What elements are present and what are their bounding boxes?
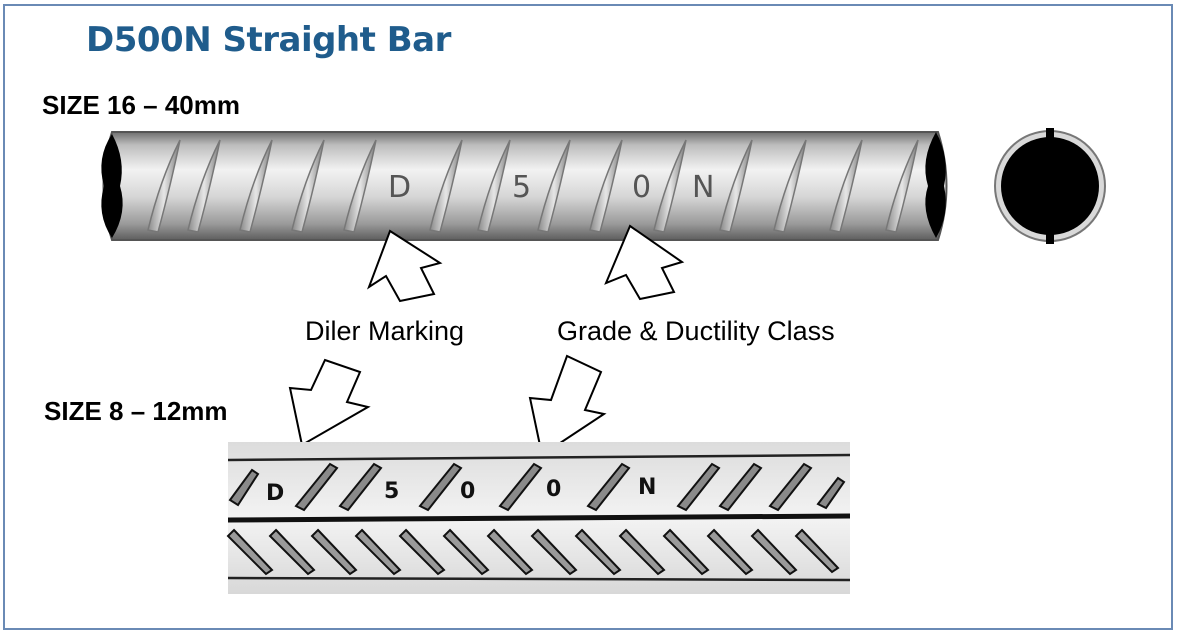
- diagram-frame: [3, 4, 1173, 630]
- bar-end-left: [101, 134, 123, 238]
- bar-mark-d: D: [388, 170, 411, 205]
- small-bar-mark-5: 5: [384, 479, 399, 504]
- bar-end-right: [925, 132, 946, 238]
- size-small-label: SIZE 8 – 12mm: [44, 396, 228, 426]
- bar-mark-n: N: [692, 170, 714, 205]
- bar-mark-0a: 0: [632, 170, 651, 205]
- arrow-up-diler: [367, 229, 443, 303]
- large-rebar: D 5 0 N: [101, 131, 948, 241]
- arrow-down-grade: [528, 354, 607, 457]
- small-bar-mark-0b: 0: [546, 477, 561, 502]
- small-bar-mark-0a: 0: [460, 479, 475, 504]
- small-bar-mark-d: D: [266, 481, 284, 506]
- arrow-down-diler: [288, 358, 371, 447]
- bar-mark-5: 5: [512, 170, 531, 205]
- diagram-title: D500N Straight Bar: [86, 20, 451, 60]
- bar-cross-section: [994, 128, 1106, 244]
- arrow-up-grade: [604, 224, 685, 301]
- size-large-label: SIZE 16 – 40mm: [42, 90, 240, 120]
- small-bar-mark-n: N: [638, 475, 656, 500]
- callout-diler-marking: Diler Marking: [305, 316, 465, 346]
- small-rebar-photo: D 5 0 0 N: [226, 442, 851, 594]
- callout-grade-ductility: Grade & Ductility Class: [557, 316, 835, 346]
